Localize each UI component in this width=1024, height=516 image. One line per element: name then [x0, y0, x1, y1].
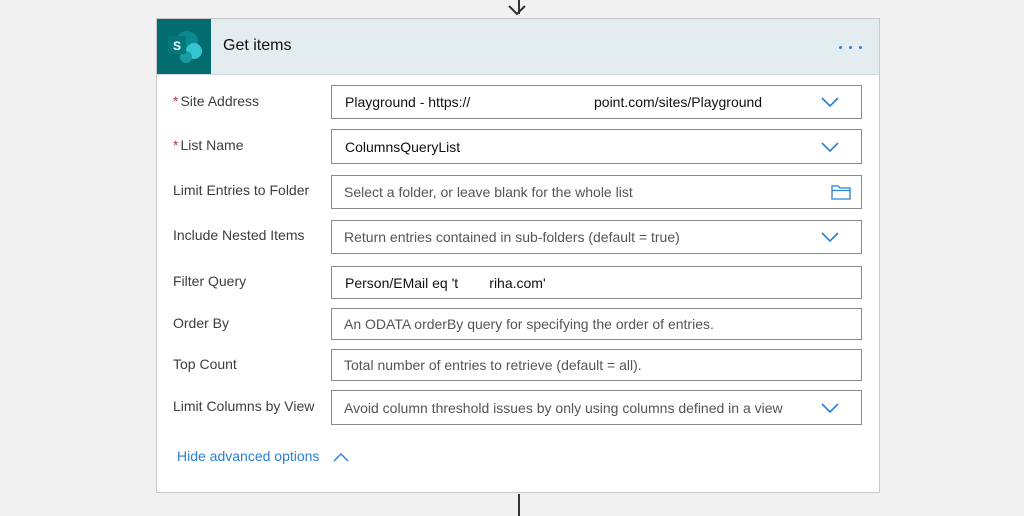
- chevron-up-icon[interactable]: [333, 452, 349, 462]
- list-name-label: *List Name: [173, 137, 243, 153]
- sharepoint-logo-icon: S: [168, 31, 202, 63]
- site-address-value-prefix: Playground - https://: [345, 94, 471, 110]
- limit-columns-dropdown[interactable]: Avoid column threshold issues by only us…: [331, 390, 862, 425]
- chevron-down-icon[interactable]: [821, 232, 839, 242]
- site-address-label: *Site Address: [173, 93, 259, 109]
- get-items-action-card: S Get items *Site Address Playground - h…: [156, 18, 880, 493]
- order-by-label: Order By: [173, 315, 230, 331]
- more-dot-icon: [839, 46, 842, 49]
- site-address-value-suffix: point.com/sites/Playground: [594, 94, 763, 110]
- include-nested-label: Include Nested Items: [173, 227, 305, 243]
- sharepoint-icon: S: [157, 19, 211, 74]
- list-name-label-text: List Name: [180, 137, 244, 153]
- limit-folder-input[interactable]: Select a folder, or leave blank for the …: [331, 175, 862, 209]
- filter-query-value: Person/EMail eq 't riha.com': [345, 274, 546, 291]
- filter-query-input[interactable]: Person/EMail eq 't riha.com': [331, 266, 862, 299]
- site-address-dropdown[interactable]: Playground - https:// point.com/sites/Pl…: [331, 85, 862, 119]
- top-count-label: Top Count: [173, 356, 237, 372]
- chevron-down-icon[interactable]: [821, 402, 839, 413]
- site-address-label-text: Site Address: [180, 93, 260, 109]
- folder-icon[interactable]: [831, 184, 851, 200]
- list-name-dropdown[interactable]: ColumnsQueryList: [331, 129, 862, 164]
- filter-query-label: Filter Query: [173, 273, 247, 289]
- limit-columns-label: Limit Columns by View: [173, 398, 315, 414]
- hide-advanced-options-link[interactable]: Hide advanced options: [177, 448, 320, 464]
- arrow-down-icon: [508, 5, 526, 16]
- more-dot-icon: [849, 46, 852, 49]
- sharepoint-letter: S: [173, 39, 181, 53]
- limit-folder-label: Limit Entries to Folder: [173, 182, 310, 198]
- limit-folder-placeholder: Select a folder, or leave blank for the …: [344, 184, 633, 200]
- connector-line-top: [518, 0, 520, 14]
- connector-line-bottom: [518, 494, 520, 516]
- top-count-placeholder: Total number of entries to retrieve (def…: [344, 357, 642, 373]
- limit-columns-placeholder: Avoid column threshold issues by only us…: [344, 399, 783, 416]
- include-nested-dropdown[interactable]: Return entries contained in sub-folders …: [331, 220, 862, 254]
- include-nested-placeholder: Return entries contained in sub-folders …: [344, 229, 680, 245]
- required-mark: *: [173, 137, 179, 153]
- action-header[interactable]: S Get items: [157, 19, 879, 75]
- chevron-down-icon[interactable]: [821, 97, 839, 107]
- order-by-input[interactable]: An ODATA orderBy query for specifying th…: [331, 308, 862, 340]
- required-mark: *: [173, 93, 179, 109]
- chevron-down-icon[interactable]: [821, 141, 839, 152]
- top-count-input[interactable]: Total number of entries to retrieve (def…: [331, 349, 862, 381]
- action-title: Get items: [223, 37, 292, 54]
- more-options-button[interactable]: [837, 37, 865, 57]
- more-dot-icon: [859, 46, 862, 49]
- order-by-placeholder: An ODATA orderBy query for specifying th…: [344, 316, 714, 332]
- list-name-value: ColumnsQueryList: [345, 138, 461, 155]
